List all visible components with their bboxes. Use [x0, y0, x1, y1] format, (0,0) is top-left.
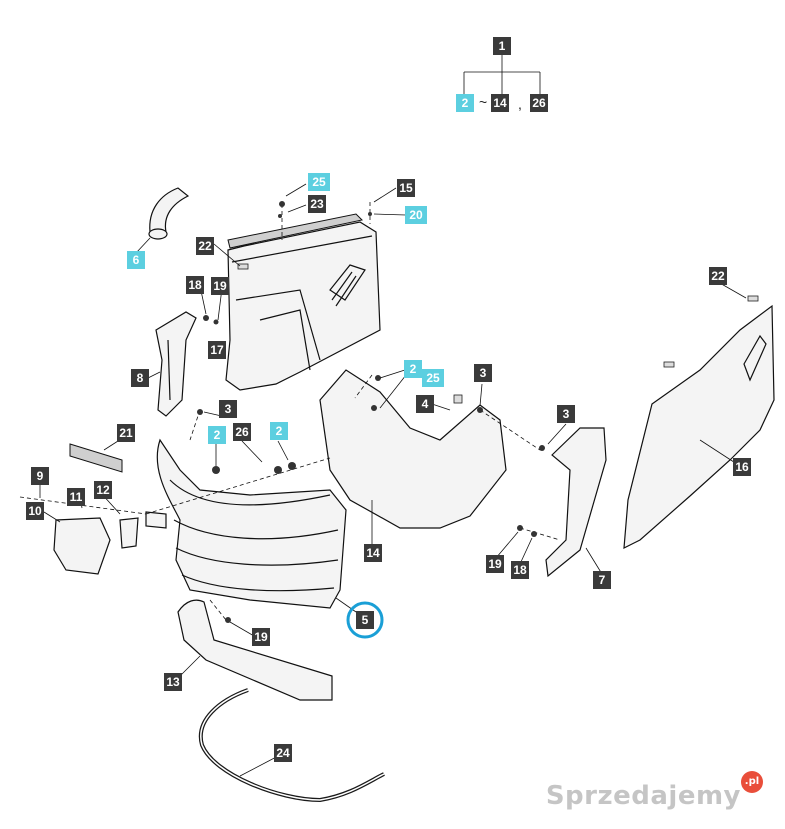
- label-20: 20: [405, 206, 427, 224]
- label-3-left: 3: [219, 400, 237, 418]
- label-25-center: 25: [422, 369, 444, 387]
- label-17: 17: [208, 341, 226, 359]
- label-25-top: 25: [308, 173, 330, 191]
- part-5-bumper: [156, 438, 347, 609]
- label-22-left: 22: [196, 237, 214, 255]
- watermark-text: Sprzedajemy: [545, 781, 741, 811]
- header-tree-lines: [463, 55, 541, 94]
- label-4: 4: [416, 395, 434, 413]
- label-18-upper: 18: [186, 276, 204, 294]
- label-top-1: 1: [493, 37, 511, 55]
- label-2-left: 2: [208, 426, 226, 444]
- part-13-lower-trim: [177, 599, 333, 701]
- part-14-inner-liner: [319, 369, 507, 529]
- part-10-lamp: [53, 517, 111, 575]
- label-leaders: [39, 183, 747, 777]
- label-8: 8: [131, 369, 149, 387]
- label-2-center: 2: [404, 360, 422, 378]
- label-24: 24: [274, 744, 292, 762]
- watermark-badge: .pl: [741, 771, 763, 793]
- label-6: 6: [127, 251, 145, 269]
- upper-inner-panel: [225, 221, 381, 391]
- label-7: 7: [593, 571, 611, 589]
- label-19-upper: 19: [211, 277, 229, 295]
- label-15: 15: [397, 179, 415, 197]
- label-11: 11: [67, 488, 85, 506]
- label-3-right: 3: [557, 405, 575, 423]
- header-list-sep: ,: [518, 96, 522, 112]
- label-12: 12: [94, 481, 112, 499]
- label-5: 5: [356, 611, 374, 629]
- part-8-bracket: [155, 311, 197, 417]
- label-header-14: 14: [491, 94, 509, 112]
- label-13: 13: [164, 673, 182, 691]
- label-26: 26: [233, 423, 251, 441]
- label-header-26: 26: [530, 94, 548, 112]
- label-16: 16: [733, 458, 751, 476]
- label-19-lower: 19: [252, 628, 270, 646]
- label-22-right: 22: [709, 267, 727, 285]
- part-24-seal: [198, 688, 385, 803]
- top-seal-strip: [227, 213, 364, 249]
- label-10: 10: [26, 502, 44, 520]
- label-14-liner: 14: [364, 544, 382, 562]
- label-3-center: 3: [474, 364, 492, 382]
- label-18-right: 18: [511, 561, 529, 579]
- label-21: 21: [117, 424, 135, 442]
- highlight-circle-5: [346, 601, 384, 639]
- label-23: 23: [308, 195, 326, 213]
- part-7-side-bracket: [545, 427, 607, 578]
- part-16-side-panel: [623, 304, 775, 550]
- fasteners: [197, 201, 759, 623]
- part-6-hose: [149, 187, 190, 233]
- label-19-right: 19: [486, 555, 504, 573]
- part-21-strip: [69, 443, 123, 473]
- label-header-2: 2: [456, 94, 474, 112]
- label-2-right: 2: [270, 422, 288, 440]
- header-range-sep: ~: [479, 94, 488, 110]
- label-9: 9: [31, 467, 49, 485]
